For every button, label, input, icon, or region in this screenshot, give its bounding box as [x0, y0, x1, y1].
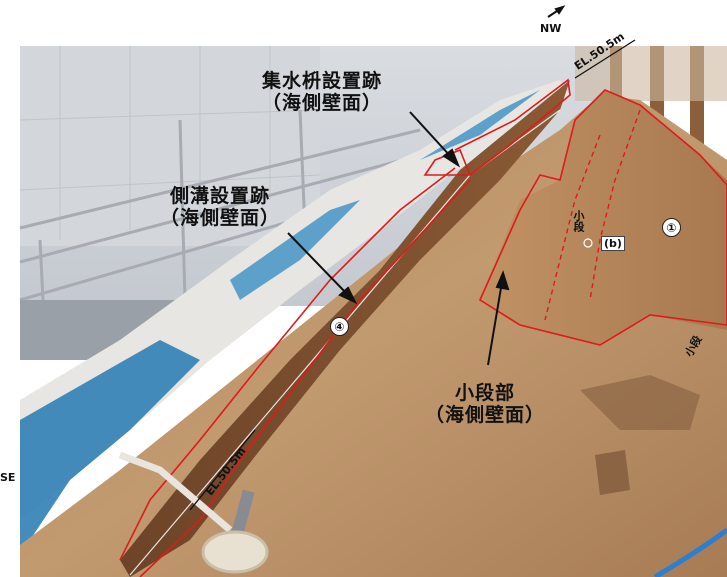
north-direction-label: NW: [540, 22, 562, 35]
south-direction-label: SE: [0, 471, 16, 484]
red-outlines: [119, 78, 727, 577]
step-annotation: 小段部 （海側壁面）: [425, 382, 545, 426]
measuring-tape: [118, 451, 233, 533]
sandbag-bank: [20, 80, 570, 520]
basin-annotation-line1: 集水枡設置跡: [262, 70, 383, 92]
basin-annotation: 集水枡設置跡 （海側壁面）: [262, 70, 382, 114]
blue-hose: [653, 527, 727, 577]
ditch-annotation: 側溝設置跡 （海側壁面）: [160, 185, 280, 229]
marker-1: ①: [662, 218, 681, 237]
step-annotation-line1: 小段部: [455, 382, 516, 404]
slope-wall: [480, 90, 727, 345]
marker-b: (b): [601, 236, 625, 251]
ditch-annotation-line2: （海側壁面）: [160, 207, 281, 229]
rope-coil: [201, 530, 269, 574]
marker-4: ④: [330, 317, 349, 336]
step-annotation-line2: （海側壁面）: [425, 404, 546, 426]
ditch-annotation-line1: 側溝設置跡: [170, 185, 271, 207]
kodan-upper-label: 小段: [572, 210, 585, 232]
basin-annotation-line2: （海側壁面）: [262, 92, 383, 114]
blue-tarp: [20, 340, 200, 555]
hollow-pit: [580, 375, 700, 430]
